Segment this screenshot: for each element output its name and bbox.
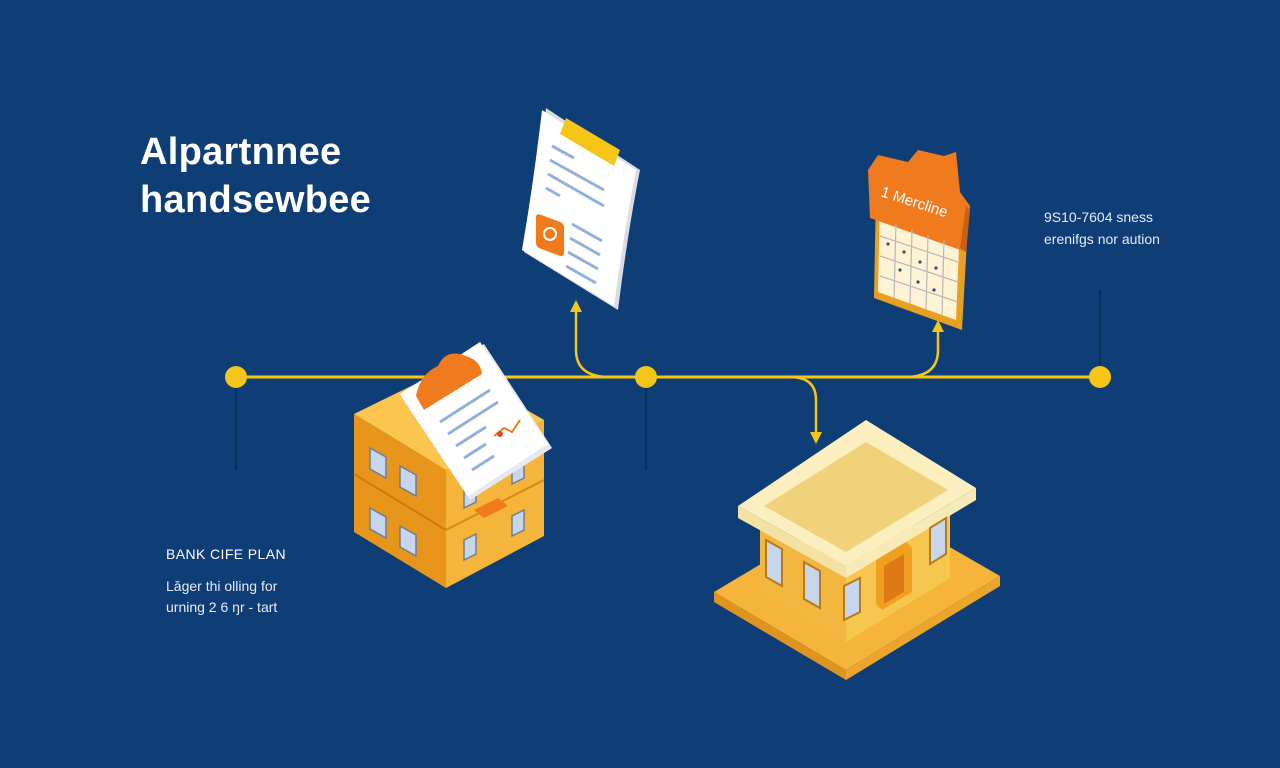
- bank-plan-caption: BANK CIFE PLAN Lăger thi olling for urni…: [166, 546, 286, 618]
- arrow-head-calendar: [932, 320, 944, 332]
- connector-arrows: [570, 300, 944, 444]
- arrow-to-bank: [789, 375, 818, 434]
- bank-plan-line-1: Lăger thi olling for: [166, 578, 278, 594]
- timeline-dot-middle: [635, 366, 657, 388]
- info-line-1: 9S10-7604 sness: [1044, 209, 1153, 225]
- arrow-head-bank: [810, 432, 822, 444]
- title-line-1: Alpartnnee: [140, 131, 342, 173]
- guide-lines: [235, 290, 1101, 470]
- arrow-to-document: [574, 308, 611, 379]
- info-line-2: erenifgs nor aution: [1044, 231, 1160, 247]
- document-icon: [522, 108, 640, 310]
- bank-plan-line-2: urning 2 6 ŋr - tart: [166, 599, 278, 615]
- arrow-head-document: [570, 300, 582, 312]
- timeline-dot-start: [225, 366, 247, 388]
- clipboard-icon: [400, 342, 552, 500]
- bank-building-icon: [714, 420, 1000, 680]
- info-caption: 9S10-7604 sness erenifgs nor aution: [1044, 206, 1160, 250]
- bank-plan-heading: BANK CIFE PLAN: [166, 546, 286, 562]
- timeline-dot-end: [1089, 366, 1111, 388]
- calendar-icon: 1 Mercline: [868, 150, 970, 330]
- page-title: Alpartnnee handsewbee: [140, 128, 371, 224]
- arrow-to-calendar: [904, 330, 940, 379]
- title-line-2: handsewbee: [140, 179, 372, 221]
